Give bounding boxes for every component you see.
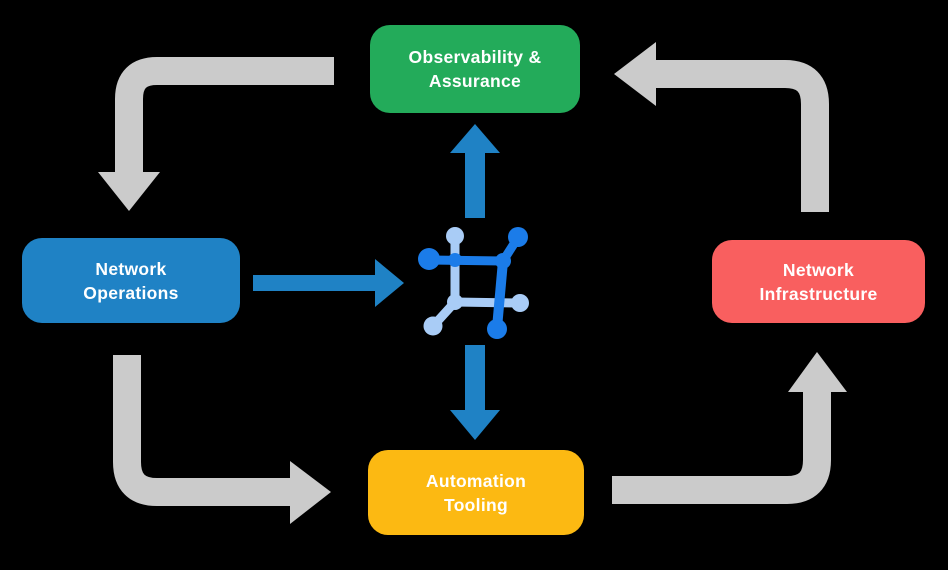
node-label-line2: Infrastructure <box>759 283 878 304</box>
icon-node <box>508 227 528 247</box>
icon-node <box>448 253 462 267</box>
icon-node <box>423 316 443 336</box>
node-network-operations: Network Operations <box>22 238 240 323</box>
flow-arrow-icon-to-observability <box>450 124 500 218</box>
node-label-line1: Observability & <box>408 47 542 67</box>
cycle-arrow-automation-to-infrastructure <box>612 352 847 504</box>
arrowhead-left-icon <box>614 42 656 106</box>
node-automation-tooling: Automation Tooling <box>368 450 584 535</box>
arrow-elbow <box>115 57 334 174</box>
icon-node <box>511 294 529 312</box>
node-label-line1: Network <box>95 258 167 279</box>
flow-arrow-icon-to-automation <box>450 345 500 440</box>
icon-node <box>446 227 464 245</box>
node-label-line1: Automation <box>425 470 527 491</box>
icon-line <box>492 260 508 329</box>
cycle-arrow-infrastructure-to-observability <box>614 42 829 212</box>
arrow-elbow <box>612 390 831 504</box>
arrowhead-down-icon <box>98 172 160 211</box>
icon-line <box>454 297 520 308</box>
cycle-arrow-observability-to-operations <box>98 57 334 211</box>
node-label-line1: Network <box>782 259 855 280</box>
icon-node <box>418 248 440 270</box>
arrowhead-right-icon <box>290 461 331 524</box>
arrow-elbow <box>654 60 829 212</box>
icon-node <box>495 253 511 269</box>
node-label-line2: Tooling <box>444 494 508 515</box>
arrowhead-down-icon <box>450 410 500 440</box>
icon-node <box>447 294 463 310</box>
node-observability-assurance: Observability & Assurance <box>370 25 580 113</box>
node-label-line2: Assurance <box>428 71 522 91</box>
network-mesh-icon <box>418 227 529 339</box>
node-network-infrastructure: Network Infrastructure <box>712 240 925 323</box>
arrowhead-up-icon <box>450 124 500 153</box>
flow-arrow-operations-to-icon <box>253 259 404 307</box>
icon-node <box>487 319 507 339</box>
arrowhead-right-icon <box>375 259 404 307</box>
arrowhead-up-icon <box>788 352 847 392</box>
arrow-elbow <box>113 355 292 506</box>
node-label-line2: Operations <box>83 282 179 303</box>
cycle-arrow-operations-to-automation <box>113 355 331 524</box>
icon-line <box>429 255 504 266</box>
